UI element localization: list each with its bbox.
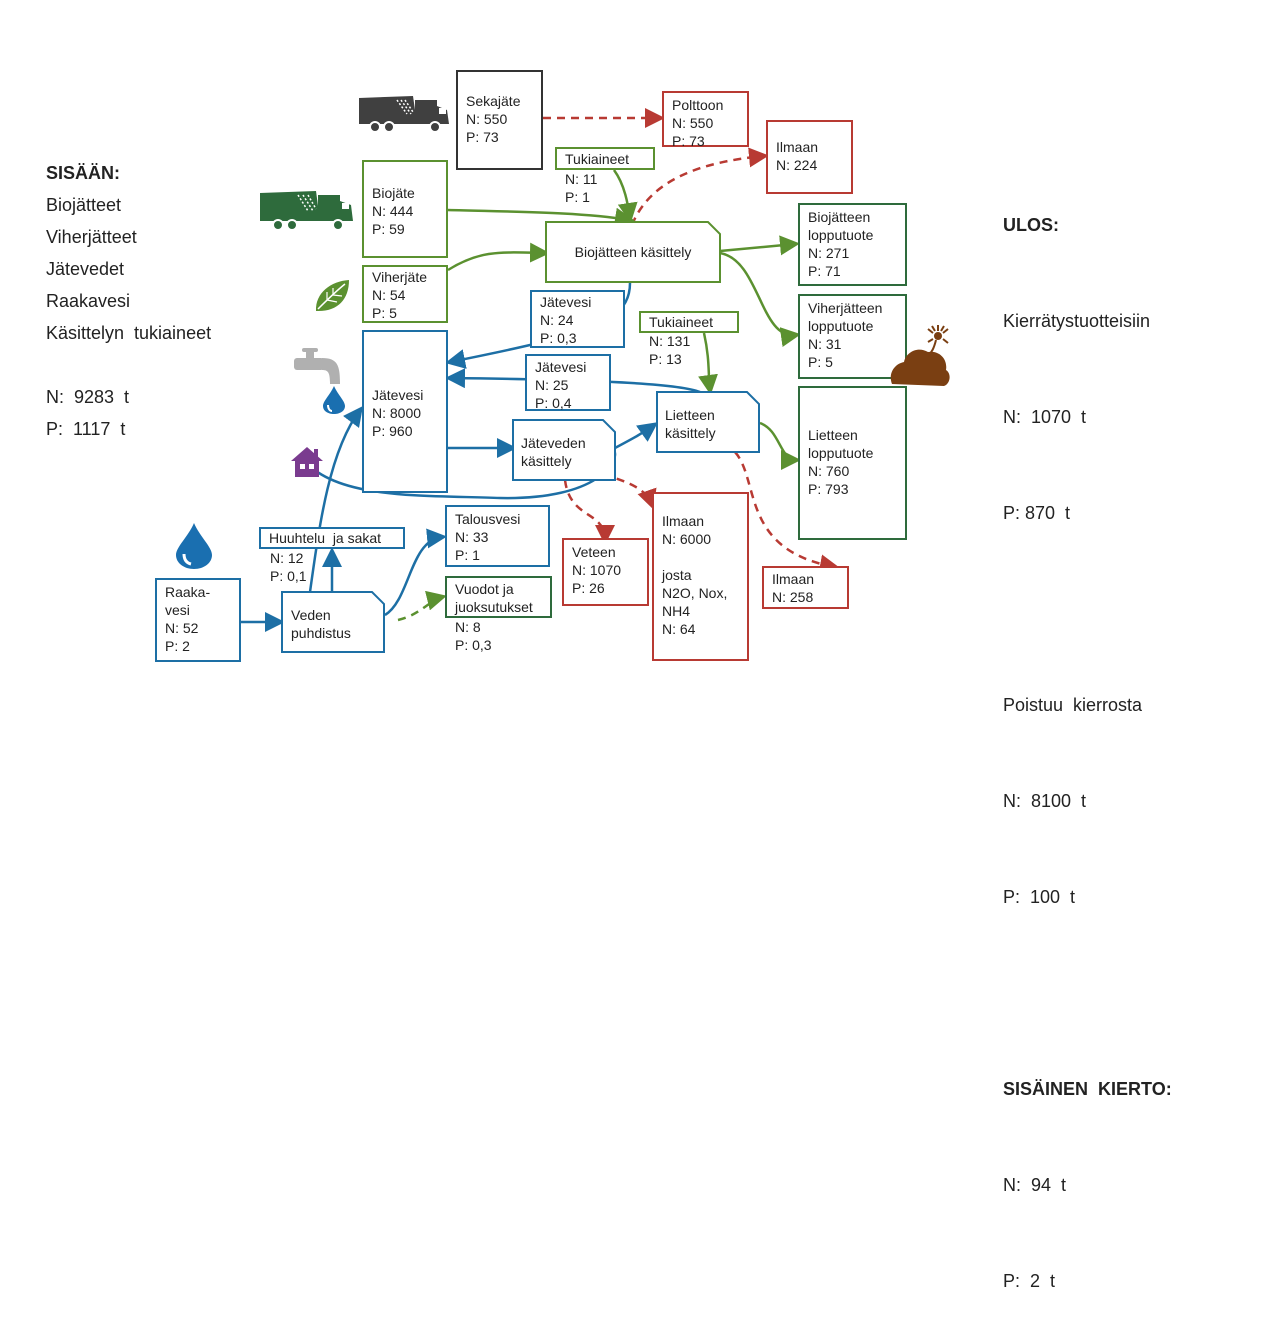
node-ilmaan-right: Ilmaan N: 258 [762, 566, 849, 609]
house-icon [291, 447, 323, 477]
inputs-panel: SISÄÄN: Biojätteet Viherjätteet Jätevede… [46, 157, 276, 445]
recycle-n: N: 1070 t [1003, 407, 1087, 427]
node-polttoon: Polttoon N: 550 P: 73 [662, 91, 749, 149]
leaves-label: Poistuu kierrosta [1003, 695, 1143, 715]
node-lietteen-kasittely-shape [656, 391, 760, 453]
internal-n: N: 94 t [1003, 1175, 1067, 1195]
node-ilmaan-mid: Ilmaan N: 6000 josta N2O, Nox, NH4 N: 64 [652, 492, 749, 661]
tukiaineet-2-values: N: 131 P: 13 [649, 333, 691, 367]
huuhtelu-values: N: 12 P: 0,1 [270, 550, 307, 584]
internal-p: P: 2 t [1003, 1271, 1056, 1291]
node-vuodot: Vuodot ja juoksutukset [445, 576, 552, 618]
recycle-label: Kierrätystuotteisiin [1003, 311, 1151, 331]
node-biojatteen-kasittely: Biojätteen käsittely [574, 244, 692, 260]
water-drop-icon [176, 523, 212, 569]
node-sekajate: Sekajäte N: 550 P: 73 [456, 70, 543, 170]
leaves-n: N: 8100 t [1003, 791, 1087, 811]
node-veden-puhdistus: Veden puhdistus [291, 607, 351, 641]
vuodot-values: N: 8 P: 0,3 [455, 619, 492, 653]
outputs-title: ULOS: [1003, 215, 1059, 235]
water-drop-icon [323, 386, 345, 414]
node-jateveden-kasittely-shape [512, 419, 616, 481]
node-jateveden-kasittely: Jäteveden käsittely [521, 435, 586, 469]
inputs-title: SISÄÄN: [46, 163, 121, 183]
node-veteen: Veteen N: 1070 P: 26 [562, 538, 649, 606]
node-lietteen-lopputuote: Lietteen lopputuote N: 760 P: 793 [798, 386, 907, 540]
node-biojatteen-lopputuote: Biojätteen lopputuote N: 271 P: 71 [798, 203, 907, 286]
input-item: Viherjätteet [46, 227, 137, 247]
node-tukiaineet-1: Tukiaineet [555, 147, 655, 170]
outputs-panel: ULOS: Kierrätystuotteisiin N: 1070 t P: … [1003, 145, 1243, 1329]
tukiaineet-1-values: N: 11 P: 1 [565, 171, 598, 205]
input-item: Jätevedet [46, 259, 125, 279]
bio-truck-icon [260, 191, 353, 231]
leaf-icon [315, 280, 349, 312]
input-item: Biojätteet [46, 195, 122, 215]
internal-title: SISÄINEN KIERTO: [1003, 1079, 1172, 1099]
node-viherjatteen-lopputuote: Viherjätteen lopputuote N: 31 P: 5 [798, 294, 907, 379]
water-tap-icon [294, 348, 340, 384]
node-jatevesi-b: Jätevesi N: 25 P: 0,4 [525, 354, 611, 411]
node-jatevesi-main: Jätevesi N: 8000 P: 960 [362, 330, 448, 493]
node-biojatteen-kasittely-shape [545, 221, 721, 283]
node-jatevesi-a: Jätevesi N: 24 P: 0,3 [530, 290, 625, 348]
inputs-p-total: P: 1117 t [46, 419, 126, 439]
node-tukiaineet-2: Tukiaineet [639, 311, 739, 333]
node-veden-puhdistus-shape [281, 591, 385, 653]
node-huuhtelu: Huuhtelu ja sakat [259, 527, 405, 549]
input-item: Raakavesi [46, 291, 131, 311]
node-ilmaan-top: Ilmaan N: 224 [766, 120, 853, 194]
node-biojate: Biojäte N: 444 P: 59 [362, 160, 448, 258]
recycle-p: P: 870 t [1003, 503, 1071, 523]
inputs-n-total: N: 9283 t [46, 387, 130, 407]
input-item: Käsittelyn tukiaineet [46, 323, 212, 343]
node-raakavesi: Raaka- vesi N: 52 P: 2 [155, 578, 241, 662]
garbage-truck-icon [359, 96, 449, 133]
node-lietteen-kasittely: Lietteen käsittely [665, 407, 716, 441]
leaves-p: P: 100 t [1003, 887, 1076, 907]
compost-icon [890, 325, 950, 386]
node-talousvesi: Talousvesi N: 33 P: 1 [445, 505, 550, 567]
node-viherjate: Viherjäte N: 54 P: 5 [362, 265, 448, 323]
